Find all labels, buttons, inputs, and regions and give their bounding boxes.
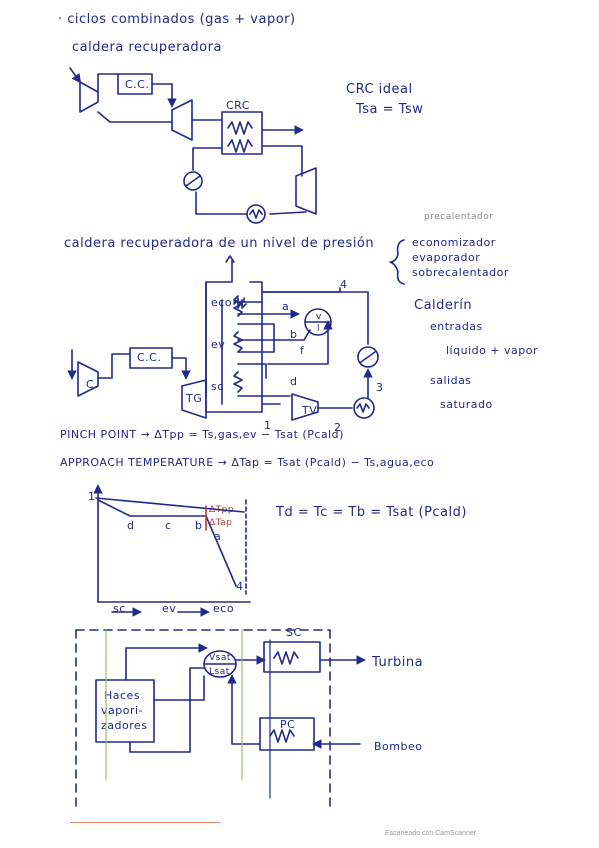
graph-point-c: c — [165, 519, 172, 532]
state-2-label: 2 — [334, 421, 342, 434]
xaxis-eco: eco — [213, 602, 235, 615]
graph-point-d: d — [127, 519, 135, 532]
gas-turbine-1-icon — [171, 99, 193, 141]
turbina-label: Turbina — [372, 655, 424, 670]
economizer-coil-icon — [233, 295, 243, 317]
calderin-salidas: salidas — [430, 374, 472, 387]
sc-label: sc — [211, 380, 224, 393]
drum-v-label: v — [316, 312, 322, 322]
state-1-label: 1 — [264, 419, 272, 432]
pump-2-icon — [357, 346, 379, 368]
cc-label-1: C.C. — [125, 78, 150, 91]
haces-line-1: Haces — [104, 689, 141, 702]
preheater-box-icon — [259, 717, 315, 751]
diagram1-gas-cycle — [69, 67, 317, 224]
compressor-2-icon — [77, 361, 99, 397]
graph-point-4: 4 — [236, 580, 244, 593]
state-a-label: a — [282, 300, 290, 313]
page-subtitle: caldera recuperadora — [72, 40, 222, 55]
page-bottom-line — [70, 822, 220, 823]
brace-icon — [389, 239, 405, 285]
steam-turbine-1-icon — [295, 167, 317, 215]
state-3-label: 3 — [376, 381, 384, 394]
section2-title: caldera recuperadora de un nivel de pres… — [64, 236, 375, 251]
calderin-saturado: saturado — [440, 398, 493, 411]
evaporator-coil-icon — [233, 331, 243, 353]
diagram2-hrsg — [67, 255, 379, 421]
tq-graph — [93, 484, 251, 617]
calderin-entradas: entradas — [430, 320, 483, 333]
compressor-1-icon — [79, 81, 99, 113]
diagram3-hrsg-block — [75, 629, 366, 811]
compressor-label: C — [86, 378, 95, 391]
drum-l-label: l — [317, 324, 321, 334]
state-d-label: d — [290, 375, 298, 388]
gas-turbine-2-icon — [181, 379, 207, 419]
calderin-liquido-vapor: líquido + vapor — [446, 344, 539, 357]
combustor-1-icon — [117, 73, 153, 95]
approach-temperature-formula: APPROACH TEMPERATURE → ΔTap = Tsat (Pcal… — [60, 456, 435, 469]
part-economizador: economizador — [412, 236, 496, 249]
water-steam-line — [97, 499, 237, 587]
gas-temperature-line — [95, 497, 245, 513]
calderin-title: Calderín — [414, 298, 473, 313]
crc-label: CRC — [226, 99, 250, 112]
superheater-coil-icon — [233, 371, 243, 393]
graph-point-1: 1 — [88, 490, 96, 503]
pinch-point-formula: PINCH POINT → ΔTpp = Ts,gas,ev − Tsat (P… — [60, 428, 344, 441]
precalentador-note: precalentador — [424, 212, 494, 222]
part-sobrecalentador: sobrecalentador — [412, 266, 509, 279]
xaxis-ev: ev — [162, 602, 177, 615]
crc-ideal-title: CRC ideal — [346, 82, 413, 97]
scanner-footer: Escaneado con CamScanner — [385, 830, 477, 837]
drum-2-icon — [304, 308, 332, 336]
crc-ideal-equation: Tsa = Tsw — [356, 102, 424, 117]
haces-line-3: zadores — [101, 719, 148, 732]
graph-point-b: b — [195, 519, 203, 532]
haces-line-2: vapori- — [101, 704, 144, 717]
dtap-label: ΔTap — [209, 518, 233, 528]
cc-label-2: C.C. — [137, 351, 162, 364]
hrsg-1-icon — [221, 111, 263, 155]
tg-label: TG — [186, 392, 203, 405]
graph-point-a: a — [214, 530, 222, 543]
page-title: · ciclos combinados (gas + vapor) — [58, 12, 296, 27]
drum-vsat-label: Vsat — [209, 653, 231, 663]
bombeo-label: Bombeo — [374, 740, 423, 753]
pc-box-label: PC — [280, 718, 296, 731]
drum-lsat-label: Lsat — [209, 667, 230, 677]
state-b-label: b — [290, 328, 298, 341]
state-f-label: f — [300, 344, 305, 357]
part-evaporador: evaporador — [412, 251, 481, 264]
haces-box-icon — [95, 679, 155, 743]
pump-1-icon — [183, 171, 203, 191]
state-4-label: 4 — [340, 278, 348, 291]
steam-turbine-2-icon — [291, 393, 319, 421]
condenser-2-icon — [353, 397, 375, 419]
saturation-equation: Td = Tc = Tb = Tsat (Pcald) — [276, 505, 467, 520]
combustor-2-icon — [129, 347, 173, 369]
